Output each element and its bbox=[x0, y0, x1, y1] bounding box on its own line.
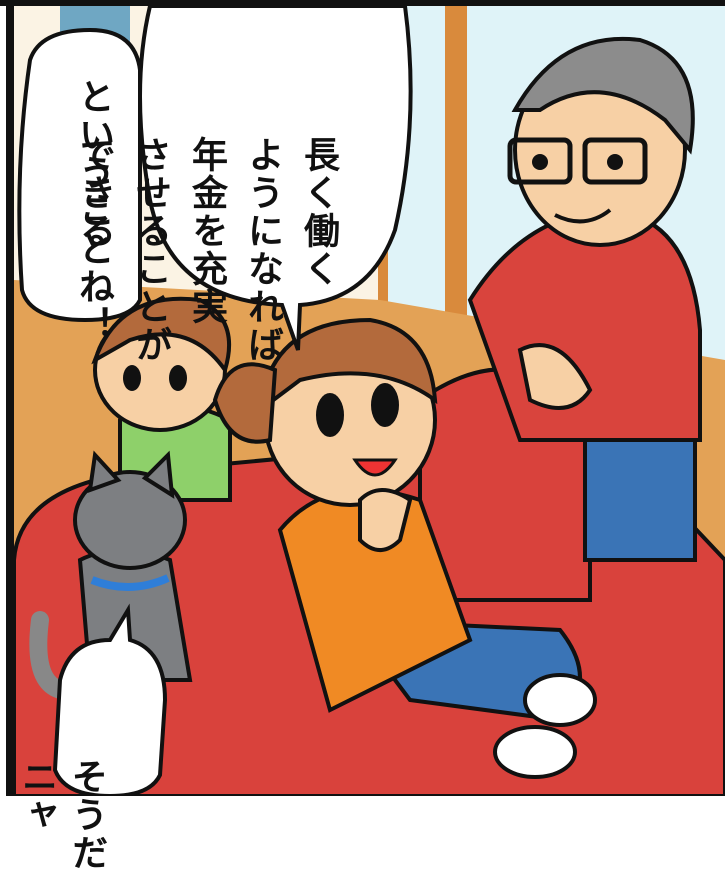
comic-illustration bbox=[0, 0, 725, 799]
speech-line-5: できる bbox=[74, 136, 115, 250]
speech-line-4: させることが bbox=[130, 136, 171, 364]
speech-line-2: ようになれば bbox=[242, 136, 283, 364]
speech-bubble-cat bbox=[52, 603, 168, 799]
window-frame bbox=[445, 6, 467, 386]
speech-text-cat: そうだ ニャ bbox=[16, 672, 161, 872]
speech-text-main: 長く働く ようになれば 年金を充実 させることが できる bbox=[74, 50, 402, 364]
speech-line-1: 長く働く bbox=[298, 136, 339, 288]
panel-border-left bbox=[6, 0, 14, 796]
speech-line-3: 年金を充実 bbox=[186, 136, 227, 326]
main-girl bbox=[212, 317, 597, 779]
panel-border-top bbox=[0, 0, 725, 6]
speech-text-left: ということね！ bbox=[73, 78, 114, 344]
sister bbox=[91, 296, 232, 502]
grandfather bbox=[467, 36, 702, 562]
cat-line-2: ニャ bbox=[16, 758, 57, 834]
speech-bubble-left bbox=[17, 27, 142, 323]
cat-line-1: そうだ bbox=[66, 758, 107, 872]
